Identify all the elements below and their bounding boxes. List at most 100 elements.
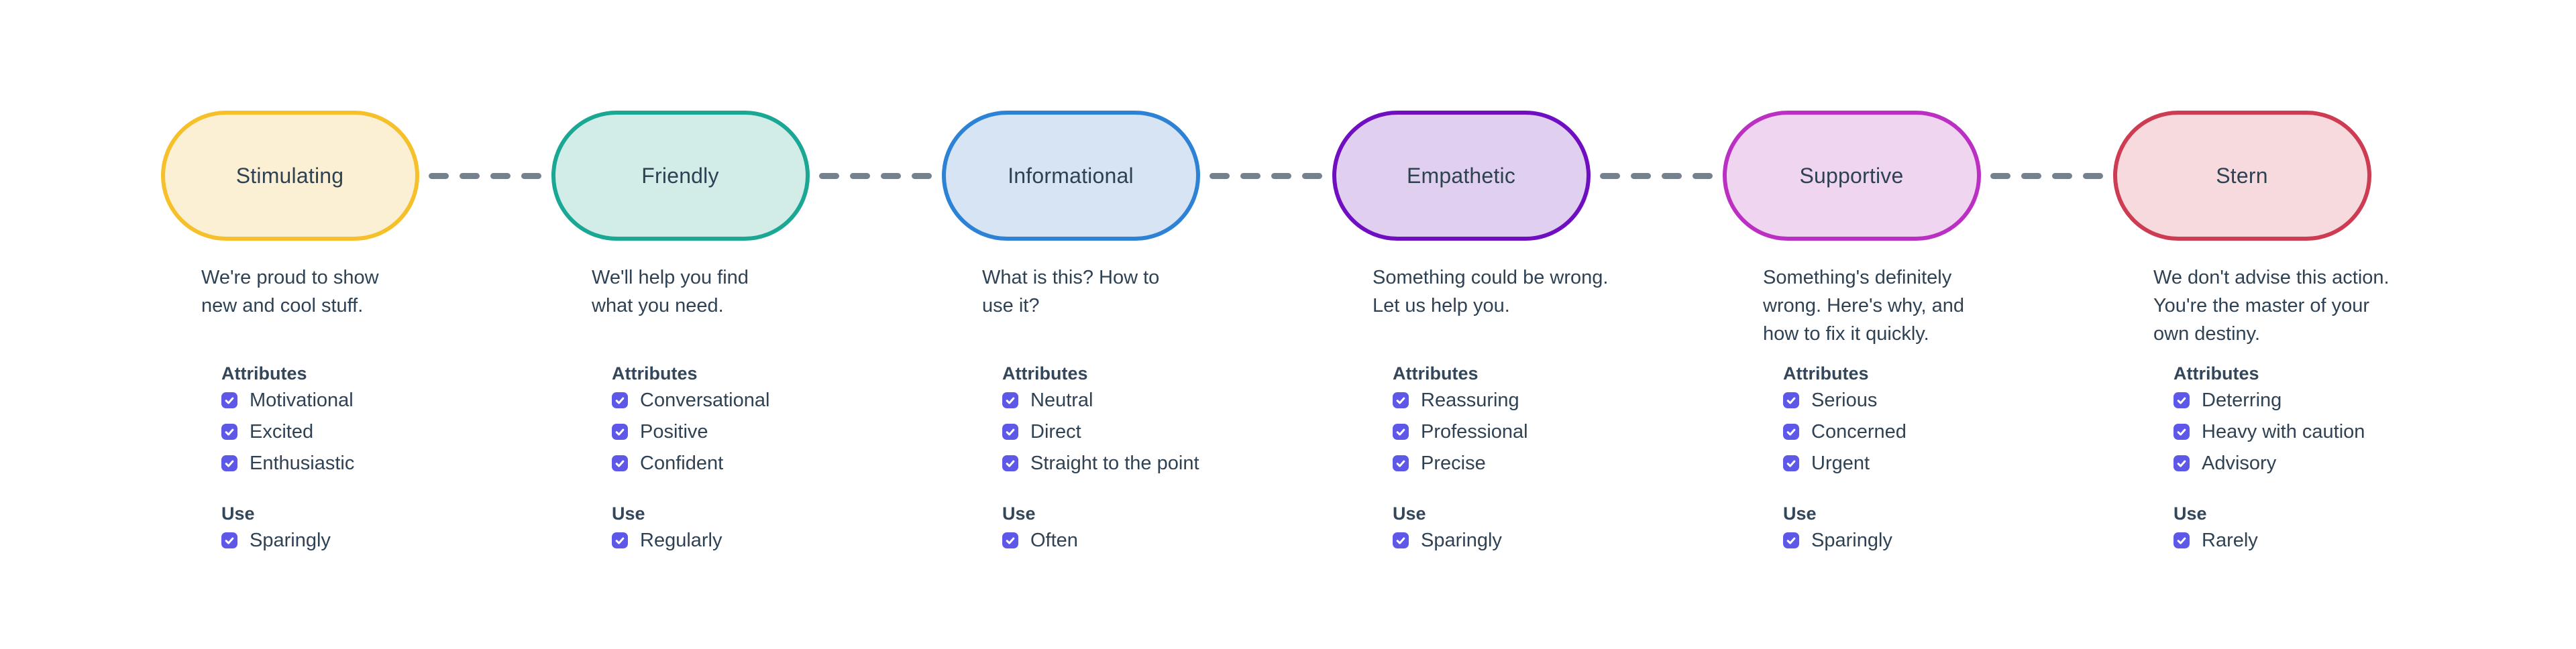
checkbox-row: Urgent xyxy=(1783,452,2047,475)
checkbox-checked[interactable] xyxy=(221,424,237,440)
checkbox-label: Straight to the point xyxy=(1030,452,1199,474)
dash xyxy=(850,172,870,179)
checkmark-icon xyxy=(615,428,625,436)
dash xyxy=(1271,172,1291,179)
checkmark-icon xyxy=(1006,428,1015,436)
tone-pill-label: Stimulating xyxy=(235,163,344,188)
checkmark-icon xyxy=(1786,397,1796,404)
checkmark-icon xyxy=(225,537,234,544)
tone-description: We don't advise this action.You're the m… xyxy=(2047,263,2437,363)
checkmark-icon xyxy=(2177,428,2186,436)
checkbox-label: Direct xyxy=(1030,420,1081,442)
checkbox-checked[interactable] xyxy=(1002,455,1018,471)
checkbox-checked[interactable] xyxy=(612,424,628,440)
checkbox-checked[interactable] xyxy=(2174,424,2190,440)
checkbox-row: Deterring xyxy=(2174,389,2437,412)
description-line: We're proud to show xyxy=(201,267,379,288)
dash xyxy=(429,172,449,179)
tone-pill-label: Supportive xyxy=(1799,163,1904,188)
checkbox-row: Enthusiastic xyxy=(221,452,485,475)
checkbox-label: Sparingly xyxy=(250,529,331,551)
checkmark-icon xyxy=(1786,428,1796,436)
checkbox-checked[interactable] xyxy=(221,455,237,471)
tone-column: Informational What is this? How to use it… xyxy=(875,0,1322,649)
attributes-heading: Attributes xyxy=(1393,363,1479,384)
checkbox-checked[interactable] xyxy=(1393,392,1409,408)
use-heading: Use xyxy=(1393,504,1426,524)
description-line: What is this? How to xyxy=(982,267,1160,288)
checkbox-checked[interactable] xyxy=(1783,424,1799,440)
checkbox-label: Advisory xyxy=(2202,452,2277,474)
checkmark-icon xyxy=(1396,537,1405,544)
connector-dashed-line xyxy=(1210,172,1322,179)
checkbox-checked[interactable] xyxy=(1393,532,1409,548)
checkbox-label: Positive xyxy=(640,420,708,442)
checkbox-label: Conversational xyxy=(640,389,770,411)
checkmark-icon xyxy=(615,397,625,404)
attributes-heading: Attributes xyxy=(612,363,698,384)
tone-pill: Stern xyxy=(2112,111,2371,241)
checkmark-icon xyxy=(2177,397,2186,404)
use-heading: Use xyxy=(1783,504,1817,524)
description-line: Something could be wrong. xyxy=(1373,267,1609,288)
attribute-list: Motivational Excited Enthusiastic xyxy=(95,389,485,475)
checkmark-icon xyxy=(1006,537,1015,544)
dash xyxy=(1302,172,1322,179)
checkbox-checked[interactable] xyxy=(1002,532,1018,548)
checkbox-checked[interactable] xyxy=(1783,392,1799,408)
checkbox-checked[interactable] xyxy=(1783,455,1799,471)
description-line: You're the master of your xyxy=(2153,295,2370,316)
checkbox-row: Neutral xyxy=(1002,389,1266,412)
checkbox-checked[interactable] xyxy=(612,455,628,471)
description-line: use it? xyxy=(982,295,1040,316)
checkbox-checked[interactable] xyxy=(2174,532,2190,548)
tone-pill-label: Friendly xyxy=(641,163,719,188)
checkbox-label: Heavy with caution xyxy=(2202,420,2365,442)
dash xyxy=(1693,172,1713,179)
tone-pill: Friendly xyxy=(551,111,810,241)
use-list: Sparingly xyxy=(1266,529,1656,552)
checkbox-label: Sparingly xyxy=(1421,529,1502,551)
checkbox-label: Enthusiastic xyxy=(250,452,355,474)
dash xyxy=(912,172,932,179)
use-list: Rarely xyxy=(2047,529,2437,552)
dash xyxy=(1240,172,1260,179)
use-list: Sparingly xyxy=(1656,529,2047,552)
dash xyxy=(2052,172,2072,179)
dash xyxy=(819,172,839,179)
checkbox-label: Confident xyxy=(640,452,724,474)
attributes-heading: Attributes xyxy=(1002,363,1088,384)
checkbox-row: Sparingly xyxy=(221,529,485,552)
checkmark-icon xyxy=(225,428,234,436)
checkbox-label: Rarely xyxy=(2202,529,2258,551)
checkbox-checked[interactable] xyxy=(2174,392,2190,408)
attribute-list: Serious Concerned Urgent xyxy=(1656,389,2047,475)
checkbox-row: Serious xyxy=(1783,389,2047,412)
connector-dashed-line xyxy=(1990,172,2103,179)
checkbox-checked[interactable] xyxy=(221,532,237,548)
checkbox-checked[interactable] xyxy=(1783,532,1799,548)
checkmark-icon xyxy=(1396,460,1405,467)
checkbox-checked[interactable] xyxy=(1393,455,1409,471)
checkbox-checked[interactable] xyxy=(1393,424,1409,440)
tone-pill-label: Informational xyxy=(1008,163,1134,188)
checkbox-checked[interactable] xyxy=(1002,424,1018,440)
checkbox-label: Concerned xyxy=(1811,420,1907,442)
description-line: own destiny. xyxy=(2153,323,2261,345)
description-line: new and cool stuff. xyxy=(201,295,364,316)
checkbox-checked[interactable] xyxy=(1002,392,1018,408)
checkbox-checked[interactable] xyxy=(612,392,628,408)
use-heading: Use xyxy=(1002,504,1036,524)
checkbox-label: Regularly xyxy=(640,529,722,551)
checkmark-icon xyxy=(615,460,625,467)
checkbox-label: Serious xyxy=(1811,389,1878,411)
tone-description: What is this? How to use it? xyxy=(875,263,1266,363)
dash xyxy=(1210,172,1230,179)
checkbox-checked[interactable] xyxy=(612,532,628,548)
tone-column: Stimulating We're proud to show new and c… xyxy=(95,0,541,649)
checkmark-icon xyxy=(1786,460,1796,467)
checkbox-checked[interactable] xyxy=(221,392,237,408)
tone-pill: Supportive xyxy=(1722,111,1981,241)
checkbox-checked[interactable] xyxy=(2174,455,2190,471)
